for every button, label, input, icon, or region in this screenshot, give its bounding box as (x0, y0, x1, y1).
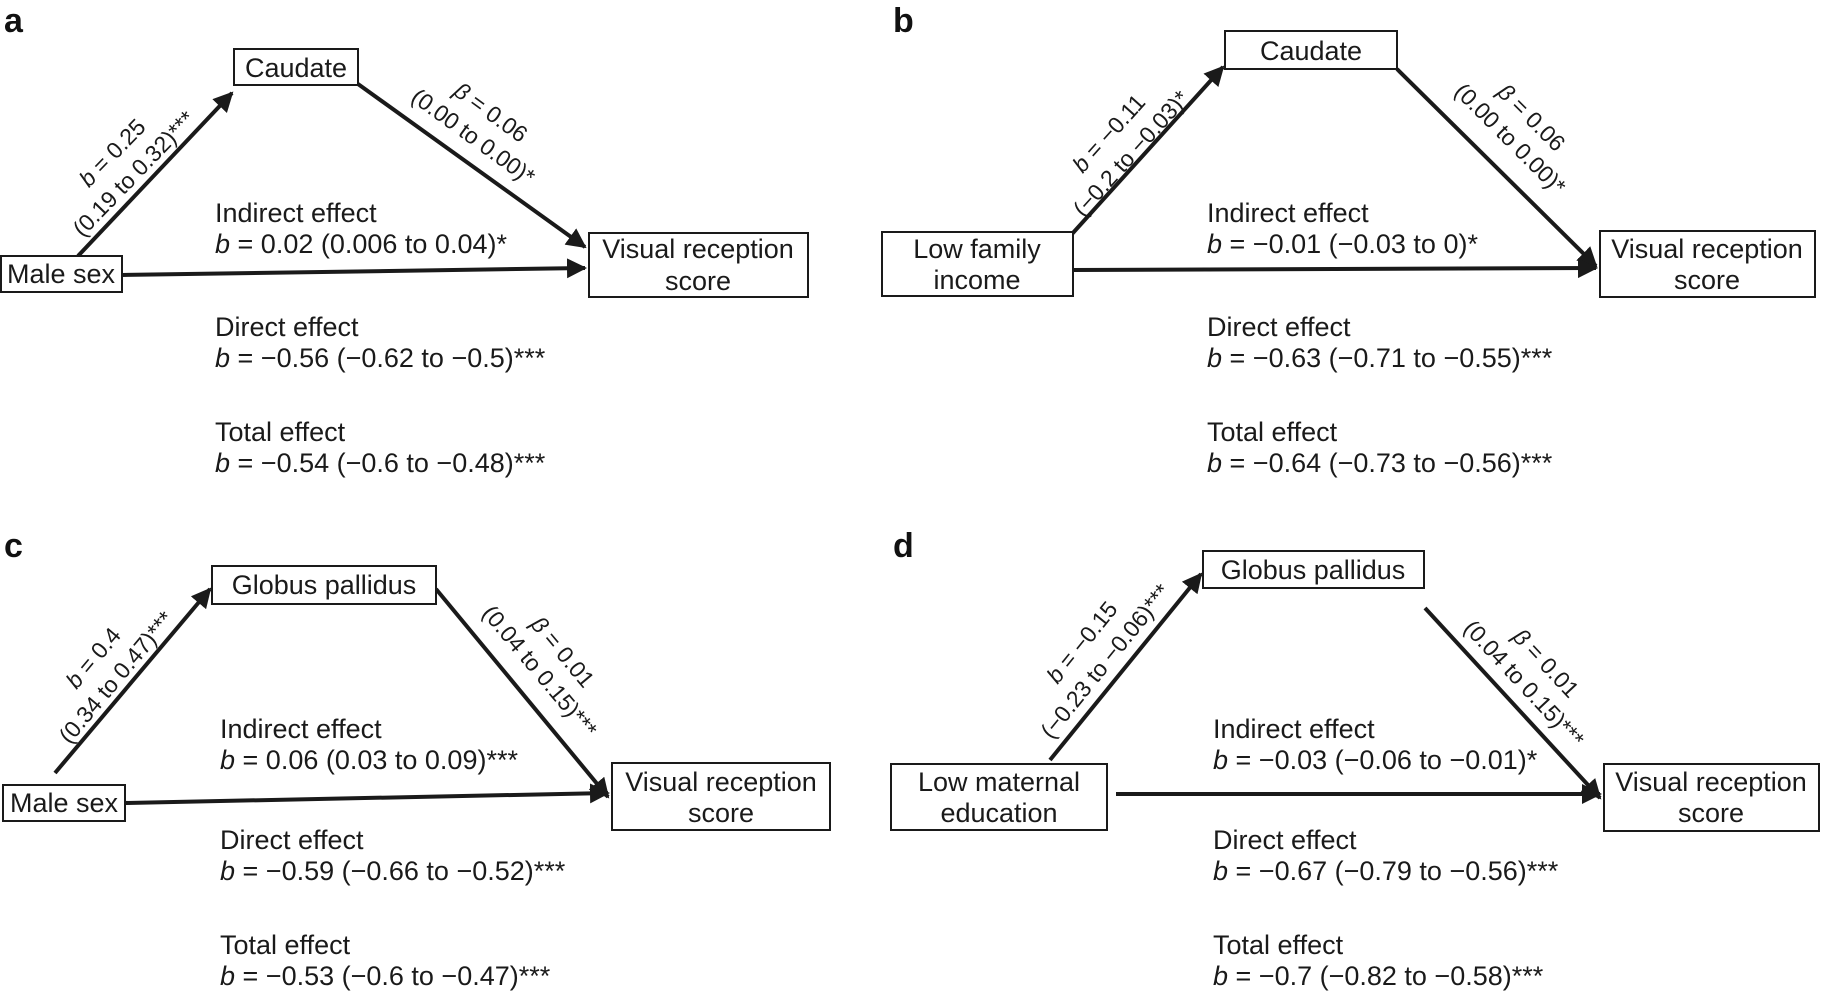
panel-c: c Globus pallidus Male sex Visual recept… (2, 527, 831, 991)
outcome-node-box (588, 232, 809, 298)
predictor-label-line1: Low maternal (918, 767, 1080, 797)
indirect-effect-title: Indirect effect (1207, 198, 1369, 228)
total-effect-title: Total effect (215, 417, 346, 447)
path-b-label: β = 0.06 (0.00 to 0.00)* (407, 76, 540, 189)
total-effect-title: Total effect (1213, 930, 1344, 960)
direct-effect-title: Direct effect (215, 312, 359, 342)
path-b-arrow (1395, 67, 1598, 268)
predictor-label: Male sex (10, 788, 119, 818)
path-b-arrow (434, 587, 610, 799)
direct-effect-value: b = −0.59 (−0.66 to −0.52)*** (220, 856, 566, 886)
outcome-node-box (1599, 230, 1816, 298)
indirect-effect-value: b = −0.01 (−0.03 to 0)* (1207, 229, 1478, 259)
total-effect-value: b = −0.64 (−0.73 to −0.56)*** (1207, 448, 1553, 478)
mediator-node-box (211, 565, 437, 605)
panel-d: d Globus pallidus Low maternal education… (890, 527, 1820, 991)
direct-path-arrow (1072, 258, 1598, 279)
predictor-node-box (0, 255, 123, 293)
mediator-label: Caudate (245, 53, 347, 83)
predictor-label-line2: education (940, 798, 1057, 828)
outcome-label-line2: score (1678, 798, 1744, 828)
indirect-effect-value: b = 0.06 (0.03 to 0.09)*** (220, 745, 518, 775)
predictor-node-box (890, 763, 1108, 831)
direct-path-arrow (124, 783, 610, 805)
indirect-effect-value: b = −0.03 (−0.06 to −0.01)* (1213, 745, 1538, 775)
mediator-node-box (233, 48, 359, 86)
direct-effect-title: Direct effect (1207, 312, 1351, 342)
panel-letter: b (893, 2, 914, 40)
mediator-label: Globus pallidus (232, 570, 417, 600)
outcome-node-box (611, 762, 831, 831)
outcome-node-box (1603, 763, 1820, 832)
direct-effect-value: b = −0.63 (−0.71 to −0.55)*** (1207, 343, 1553, 373)
outcome-label-line1: Visual reception (625, 767, 817, 797)
path-a-label: b = −0.15 (−0.23 to −0.06)*** (1035, 579, 1175, 743)
outcome-label-line1: Visual reception (1615, 767, 1807, 797)
outcome-label-line2: score (1674, 265, 1740, 295)
indirect-effect-title: Indirect effect (1213, 714, 1375, 744)
path-b-label: β = 0.06 (0.00 to 0.00)* (1450, 78, 1571, 200)
outcome-label-line2: score (665, 266, 731, 296)
predictor-node-box (2, 784, 126, 822)
path-b-arrow (356, 82, 587, 249)
predictor-label-line2: income (933, 265, 1020, 295)
direct-effect-title: Direct effect (1213, 825, 1357, 855)
path-a-label: b = 0.25 (0.19 to 0.32)*** (68, 106, 200, 242)
path-a-arrow (76, 91, 234, 258)
outcome-label-line1: Visual reception (602, 234, 794, 264)
panel-letter: c (4, 527, 23, 565)
panel-a: a Caudate Male sex Visual reception scor… (0, 2, 809, 478)
predictor-label: Male sex (7, 259, 116, 289)
direct-effect-title: Direct effect (220, 825, 364, 855)
path-b-arrow (1423, 606, 1602, 800)
path-a-label: b = 0.4 (0.34 to 0.47)*** (54, 606, 179, 748)
mediator-label: Caudate (1260, 36, 1362, 66)
panel-b: b Caudate Low family income Visual recep… (881, 2, 1816, 478)
outcome-label-line1: Visual reception (1611, 234, 1803, 264)
total-effect-value: b = −0.7 (−0.82 to −0.58)*** (1213, 961, 1544, 991)
mediator-label: Globus pallidus (1221, 555, 1406, 585)
mediator-node-box (1202, 550, 1425, 589)
outcome-label-line2: score (688, 798, 754, 828)
indirect-effect-title: Indirect effect (220, 714, 382, 744)
path-a-arrow (1070, 65, 1225, 236)
indirect-effect-title: Indirect effect (215, 198, 377, 228)
path-a-arrow (1048, 572, 1203, 762)
predictor-node-box (881, 231, 1074, 297)
total-effect-value: b = −0.54 (−0.6 to −0.48)*** (215, 448, 546, 478)
direct-effect-value: b = −0.56 (−0.62 to −0.5)*** (215, 343, 546, 373)
path-a-label: b = −0.11 (−0.2 to −0.03)* (1067, 85, 1194, 221)
path-b-label: β = 0.01 (0.04 to 0.15)*** (477, 600, 602, 742)
total-effect-value: b = −0.53 (−0.6 to −0.47)*** (220, 961, 551, 991)
predictor-label-line1: Low family (913, 234, 1041, 264)
panel-letter: d (893, 527, 914, 565)
panel-letter: a (4, 2, 24, 40)
path-a-arrow (53, 587, 212, 775)
total-effect-title: Total effect (1207, 417, 1338, 447)
indirect-effect-value: b = 0.02 (0.006 to 0.04)* (215, 229, 507, 259)
mediator-node-box (1224, 30, 1398, 70)
direct-effect-value: b = −0.67 (−0.79 to −0.56)*** (1213, 856, 1559, 886)
direct-path-arrow (121, 258, 587, 279)
total-effect-title: Total effect (220, 930, 351, 960)
